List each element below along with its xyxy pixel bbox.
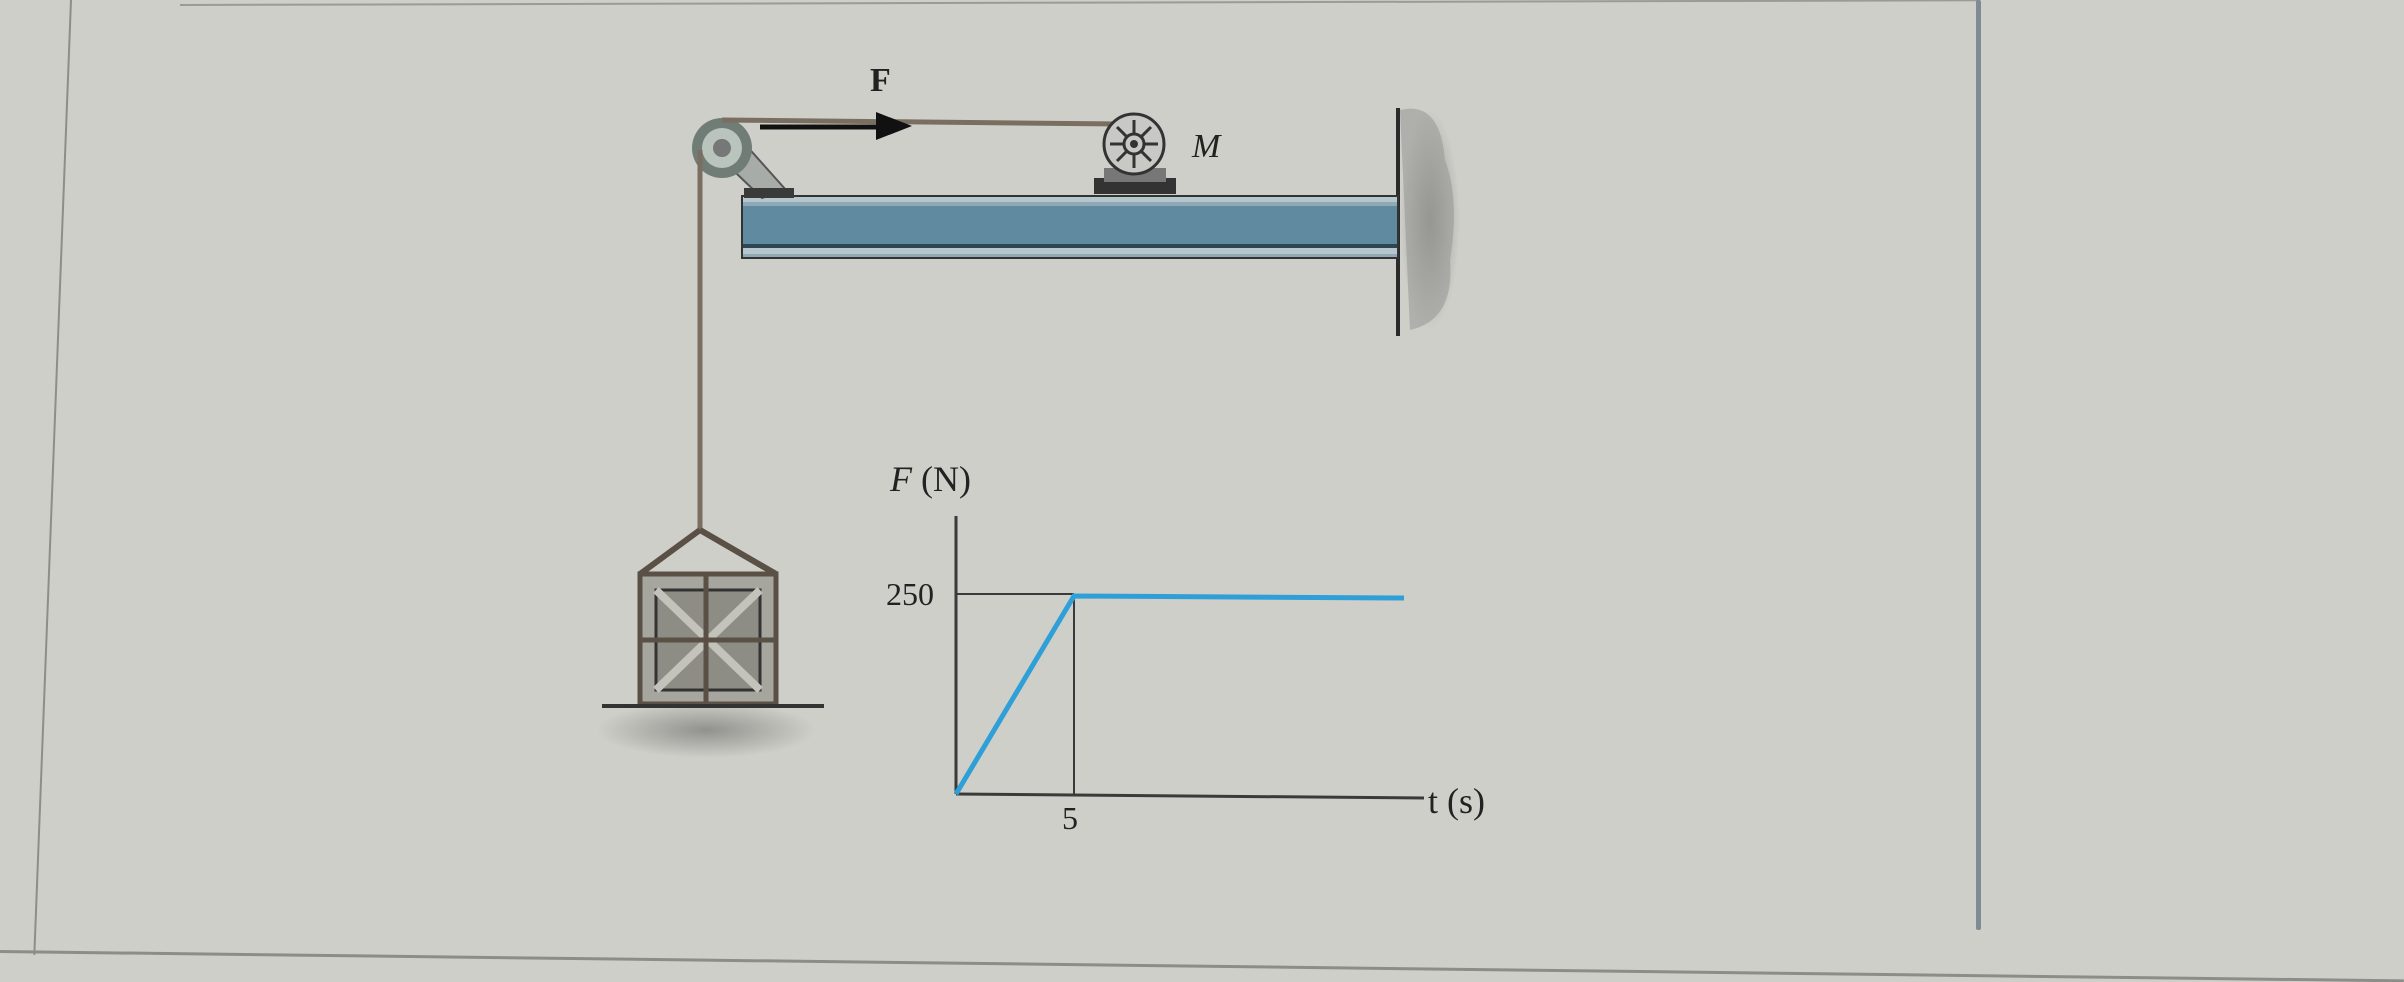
force-time-chart bbox=[953, 516, 1425, 800]
motor-icon bbox=[1094, 112, 1176, 194]
motor-label: M bbox=[1192, 128, 1221, 165]
crate-icon bbox=[637, 527, 779, 707]
cable bbox=[697, 117, 1121, 530]
ground bbox=[596, 702, 824, 758]
force-arrow-icon bbox=[760, 112, 912, 140]
y-axis-unit: (N) bbox=[912, 459, 971, 499]
wall bbox=[1396, 108, 1460, 336]
x-tick-5: 5 bbox=[1062, 800, 1078, 836]
beam bbox=[741, 195, 1399, 259]
x-axis-label: t (s) bbox=[1428, 781, 1485, 821]
x-axis bbox=[955, 792, 1425, 800]
pulley bbox=[692, 118, 794, 200]
force-series-line bbox=[953, 593, 1405, 796]
y-tick-250: 250 bbox=[886, 576, 934, 612]
force-label: F bbox=[870, 62, 891, 99]
y-axis-variable: F bbox=[890, 459, 912, 499]
vertical-scrollbar[interactable] bbox=[1976, 0, 1981, 930]
y-axis-label: F (N) bbox=[890, 458, 971, 500]
